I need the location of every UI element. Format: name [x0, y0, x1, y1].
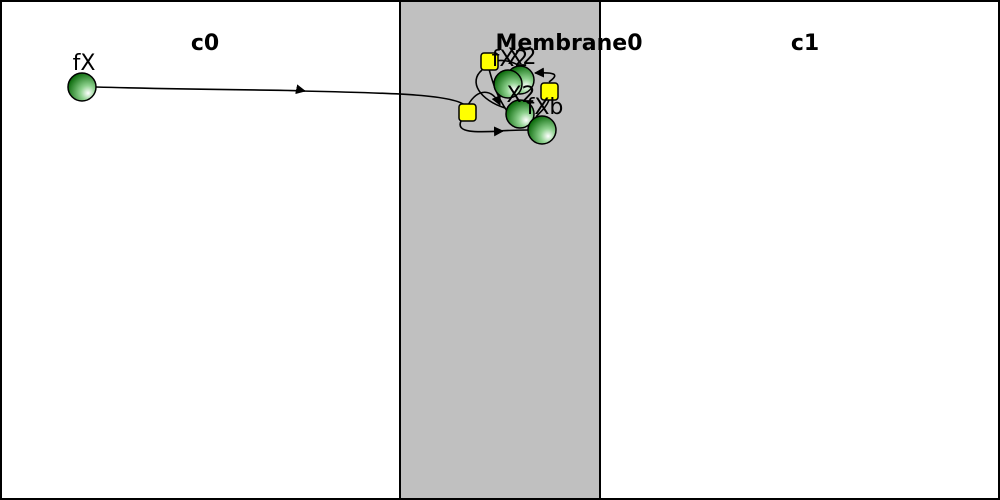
edge-transport-continued	[299, 90, 467, 107]
species-fx-label: fX	[73, 51, 96, 76]
species-fxb-label: fXb	[527, 95, 564, 120]
edge-binding-loop-1	[467, 91, 501, 106]
reaction-node-transport[interactable]	[458, 103, 477, 122]
species-fx2-label: fX2	[492, 47, 529, 72]
compartment-c0	[0, 0, 401, 500]
edge-transport-out	[459, 120, 504, 137]
species-fx-node[interactable]	[67, 72, 97, 102]
species-x2b-label: X2	[506, 83, 535, 108]
reaction-node-binding[interactable]	[540, 82, 559, 101]
compartment-membrane0-label: Membrane0	[495, 31, 642, 56]
species-fxb-node[interactable]	[527, 115, 557, 145]
compartment-c0-label: c0	[191, 31, 219, 56]
edge-node-right-in	[534, 67, 556, 83]
species-x2-label: X2	[507, 45, 536, 70]
compartment-c1	[599, 0, 1000, 500]
edge-binding-loop-2	[475, 69, 506, 109]
species-fx2-node[interactable]	[493, 69, 523, 99]
reaction-node-dimerization[interactable]	[480, 52, 499, 71]
species-x2b-node[interactable]	[505, 99, 535, 129]
edge-fx-to-transport	[95, 84, 306, 95]
compartment-c1-label: c1	[791, 31, 819, 56]
edge-node-right-out	[535, 99, 550, 118]
